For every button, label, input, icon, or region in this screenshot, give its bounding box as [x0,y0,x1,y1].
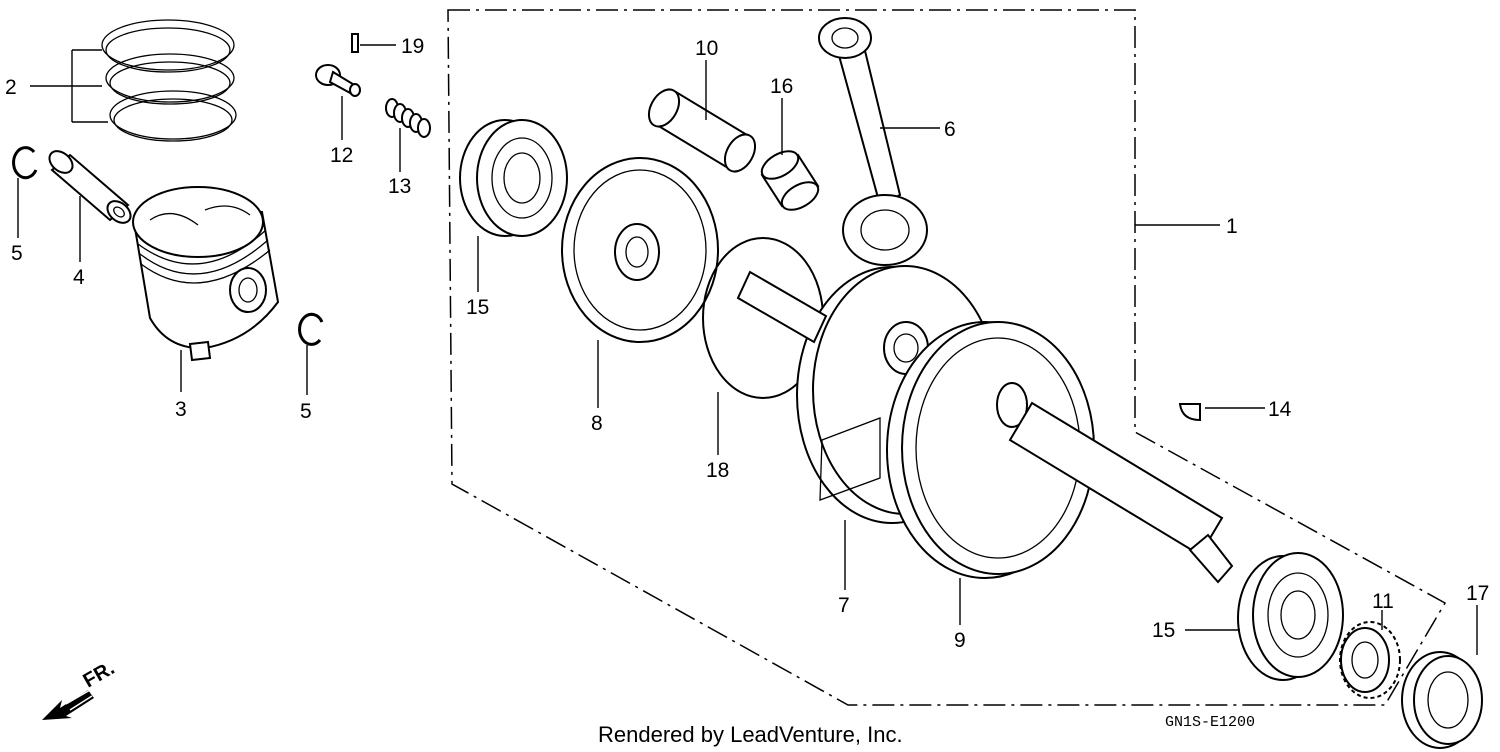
small-pin [351,33,359,53]
part-label: 14 [1268,398,1292,421]
part-label: 13 [388,175,411,198]
left-shaft [736,270,828,344]
part-label: 15 [1152,619,1175,642]
front-direction-label: FR. [80,657,119,692]
leader-2 [30,49,108,123]
part-label: 5 [300,400,312,423]
piston-pin [48,150,132,224]
crank-pin [647,88,757,173]
part-label: 1 [1226,215,1238,238]
circlip-left [12,146,38,180]
spring [385,98,431,138]
timing-gear [1339,621,1401,699]
part-label: 18 [706,459,729,482]
part-label: 16 [770,75,793,98]
part-label: 19 [401,35,424,58]
flywheel-plate [561,157,719,343]
oil-seal [1401,651,1483,749]
part-label: 2 [5,76,17,99]
front-direction-arrow-icon [42,689,94,720]
ball-bearing-right [1237,552,1344,681]
part-label: 9 [954,629,966,652]
circlip-right [298,312,324,346]
part-label: 12 [330,144,353,167]
part-label: 8 [591,412,603,435]
part-label: 15 [466,296,489,319]
part-label: 10 [695,37,718,60]
part-label: 17 [1466,582,1489,605]
part-label: 11 [1372,590,1394,613]
plunger [315,64,361,97]
piston [132,186,280,362]
part-label: 7 [838,594,850,617]
connecting-rod [818,17,928,266]
assembly-boundary [447,9,1447,706]
piston-rings [101,19,237,142]
diagram-code: GN1S-E1200 [1165,714,1255,731]
credit-text: Rendered by LeadVenture, Inc. [598,722,903,747]
woodruff-key [1178,403,1201,422]
ball-bearing-left [459,119,568,237]
part-label: 3 [175,398,187,421]
part-label: 4 [73,266,85,289]
part-label: 5 [11,242,23,265]
crank-web-right [886,321,1234,584]
needle-bearing [760,150,820,211]
part-label: 6 [944,118,956,141]
